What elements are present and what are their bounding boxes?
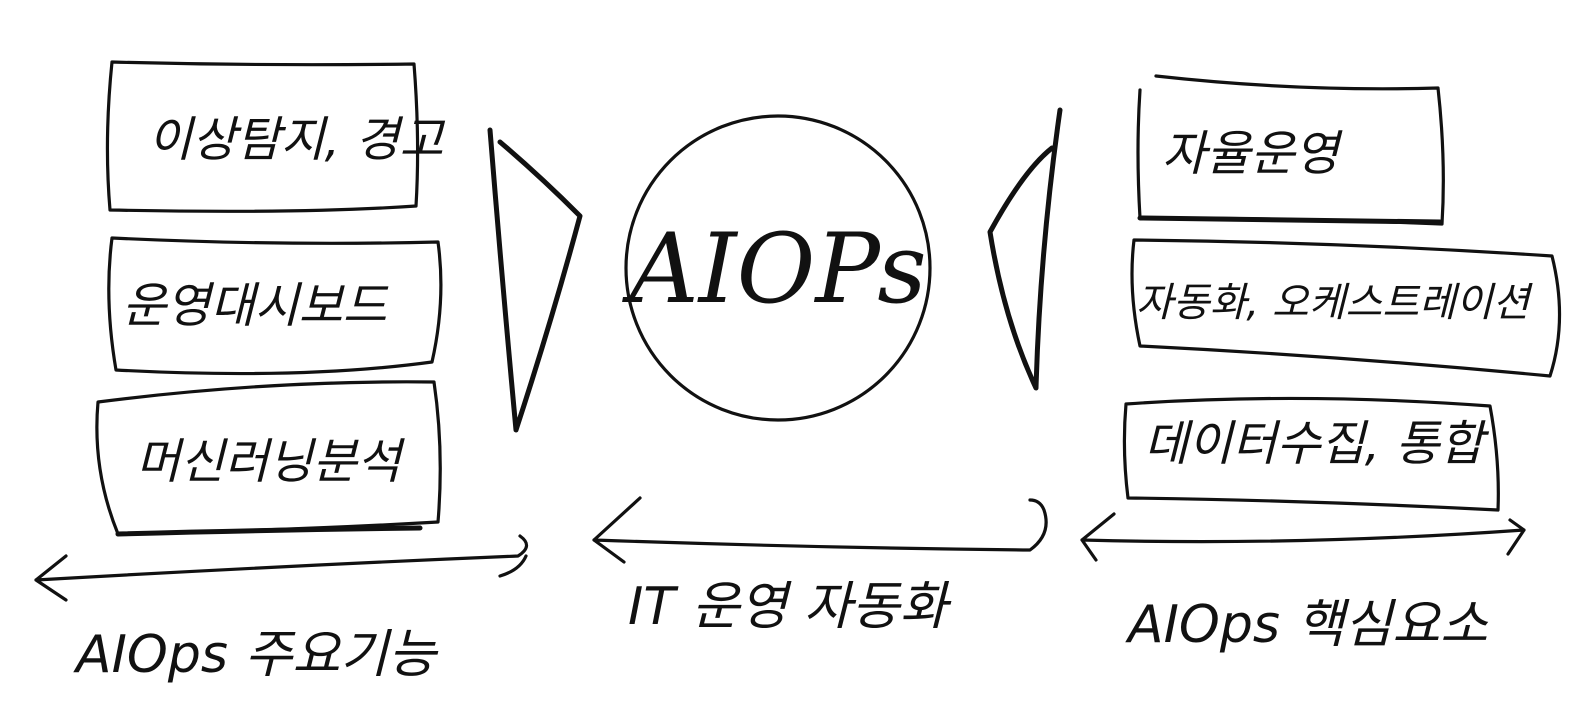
middle-caption: IT 운영 자동화 [628, 577, 952, 637]
right-box-1-outline [1136, 74, 1445, 226]
right-box-3-label: 데이터수집, 통합 [1144, 416, 1489, 472]
left-box-2-outline [107, 236, 443, 376]
right-box-1-label: 자율운영 [1162, 126, 1343, 182]
right-box-2-outline [1130, 238, 1562, 378]
middle-caption-arrow [592, 496, 1048, 564]
left-caption-arrow [34, 534, 529, 602]
right-box-2-label: 자동화, 오케스트레이션 [1136, 280, 1534, 326]
left-box-1-label: 이상탐지, 경고 [148, 112, 445, 168]
right-caption: AIOps 핵심요소 [1125, 595, 1489, 655]
right-box-1-underline [1137, 215, 1443, 225]
right-boxes [1122, 74, 1562, 512]
right-pointer-triangle [987, 107, 1063, 391]
left-pointer-triangle [487, 127, 583, 433]
center-circle [624, 114, 932, 422]
left-box-3-underline [115, 525, 423, 537]
left-boxes [95, 60, 443, 537]
left-box-2-label: 운영대시보드 [122, 278, 389, 334]
left-box-3-outline [95, 380, 442, 536]
left-box-3-label: 머신러닝분석 [136, 434, 406, 490]
left-box-1-outline [105, 60, 420, 213]
left-caption: AIOps 주요기능 [73, 625, 439, 685]
center-node: AIOPs [621, 114, 932, 422]
center-label: AIOPs [621, 213, 926, 325]
right-caption-arrow [1080, 512, 1526, 562]
right-box-3-outline [1122, 396, 1500, 512]
